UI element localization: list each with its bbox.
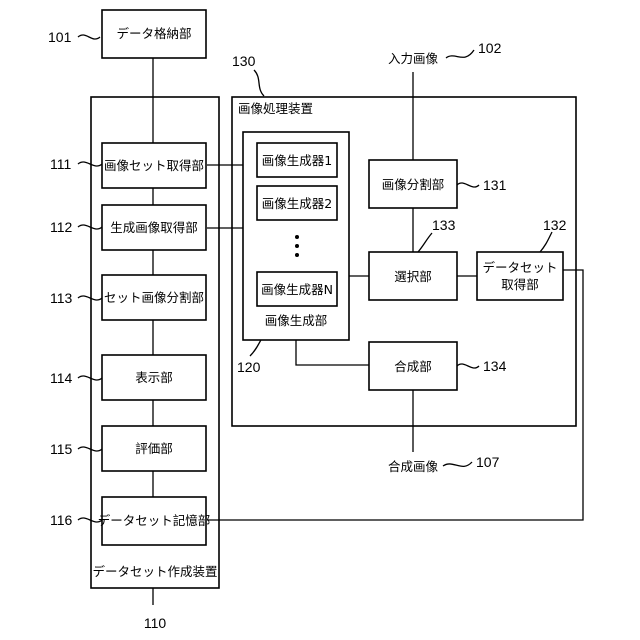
leader-131	[457, 183, 479, 187]
ref-111: 111	[50, 156, 71, 172]
image-processing-device-label: 画像処理装置	[238, 101, 313, 116]
output-image-label: 合成画像	[388, 459, 439, 474]
leader-114	[78, 376, 102, 380]
ref-113: 113	[50, 290, 73, 306]
ref-133: 133	[432, 217, 456, 233]
data-storage-label: データ格納部	[116, 26, 191, 41]
combine-label: 合成部	[394, 359, 432, 374]
leader-112	[78, 225, 102, 229]
leader-113	[78, 296, 102, 300]
ref-120: 120	[237, 359, 261, 375]
leader-133	[418, 233, 432, 252]
leader-130	[254, 70, 264, 96]
ref-116: 116	[50, 512, 73, 528]
ref-132: 132	[543, 217, 567, 233]
leader-134	[457, 364, 479, 368]
leader-102	[446, 50, 474, 58]
ref-130: 130	[232, 53, 256, 69]
generator-n-label: 画像生成器N	[261, 282, 333, 297]
set-image-split-label: セット画像分割部	[104, 290, 204, 305]
image-set-acquire-label: 画像セット取得部	[104, 158, 204, 173]
ref-131: 131	[483, 177, 507, 193]
ellipsis-icon	[295, 235, 299, 257]
leader-107	[443, 462, 472, 466]
leader-111	[78, 162, 102, 166]
generator-2-label: 画像生成器2	[262, 196, 332, 211]
dataset-store-label: データセット記憶部	[98, 513, 211, 528]
leader-115	[78, 447, 102, 451]
line-generator-to-combine	[296, 340, 369, 365]
dataset-acquire-label-line2: 取得部	[501, 277, 539, 292]
image-generation-unit-label: 画像生成部	[265, 313, 328, 328]
ref-115: 115	[50, 441, 73, 457]
dataset-acquire-label-line1: データセット	[482, 260, 557, 275]
generator-1-label: 画像生成器1	[262, 153, 332, 168]
input-image-label: 入力画像	[388, 51, 439, 66]
dataset-creation-device-label: データセット作成装置	[92, 564, 217, 579]
ref-101: 101	[48, 29, 72, 45]
leader-132	[540, 232, 552, 252]
leader-101	[78, 35, 100, 39]
select-label: 選択部	[394, 269, 432, 284]
ref-102: 102	[478, 40, 502, 56]
image-split-label: 画像分割部	[382, 177, 445, 192]
ref-110: 110	[144, 615, 167, 631]
ref-112: 112	[50, 219, 73, 235]
ref-134: 134	[483, 358, 507, 374]
connector-lines	[153, 58, 583, 605]
ref-107: 107	[476, 454, 500, 470]
display-label: 表示部	[135, 370, 173, 385]
ref-114: 114	[50, 370, 73, 386]
generated-image-acquire-label: 生成画像取得部	[110, 220, 198, 235]
evaluation-label: 評価部	[135, 441, 173, 456]
